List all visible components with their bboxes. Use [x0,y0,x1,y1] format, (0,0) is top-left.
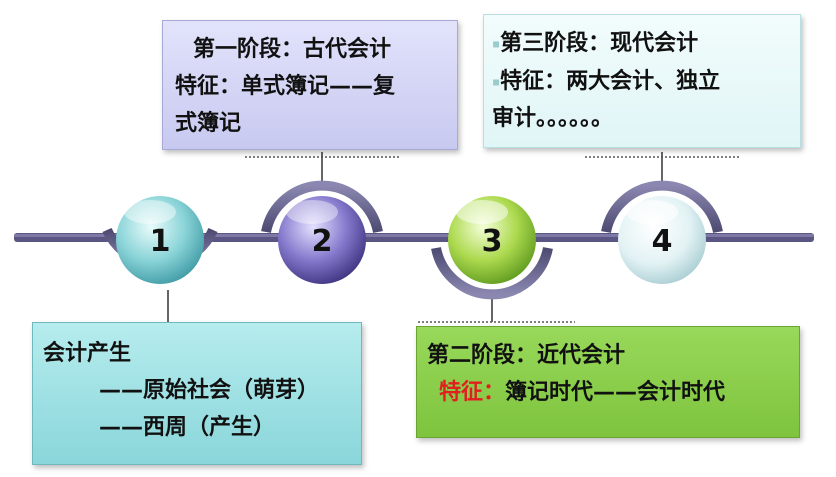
node-number-1: 1 [150,224,171,259]
node-number-4: 4 [652,224,673,259]
stage1-line2: ——原始社会（萌芽） [99,378,320,403]
timeline-node-4: 4 [601,180,723,284]
node-number-2: 2 [312,224,333,259]
node-number-3: 3 [482,224,503,259]
early-modern-title: 第二阶段：近代会计 [427,343,626,368]
stage-modern-early-box: 第二阶段：近代会计 特征：簿记时代——会计时代 [416,326,800,438]
stage1-title: 会计产生 [43,341,132,366]
modern-line3: 审计。。。。。。 [492,106,614,131]
ancient-line2: 特征：单式簿记——复 [175,74,396,99]
stage-ancient-box: 第一阶段：古代会计 特征：单式簿记——复 式簿记 [162,20,458,150]
feature-label: 特征： [439,380,506,405]
timeline-node-3: 3 [431,196,553,300]
modern-title: ▪第三阶段：现代会计 [492,31,699,56]
stage1-box: 会计产生 ——原始社会（萌芽） ——西周（产生） [32,322,362,465]
modern-line2: ▪特征：两大会计、独立 [492,68,721,94]
timeline-node-1: 1 [102,196,218,284]
stage1-line3: ——西周（产生） [99,415,276,440]
early-modern-feature: 特征：簿记时代——会计时代 [427,374,789,411]
ancient-line3: 式簿记 [175,111,242,136]
ancient-title: 第一阶段：古代会计 [193,37,392,62]
feature-text: 簿记时代——会计时代 [505,380,726,405]
timeline-node-2: 2 [261,180,383,284]
stage-modern-box: ▪第三阶段：现代会计 ▪特征：两大会计、独立 审计。。。。。。 [483,14,801,148]
